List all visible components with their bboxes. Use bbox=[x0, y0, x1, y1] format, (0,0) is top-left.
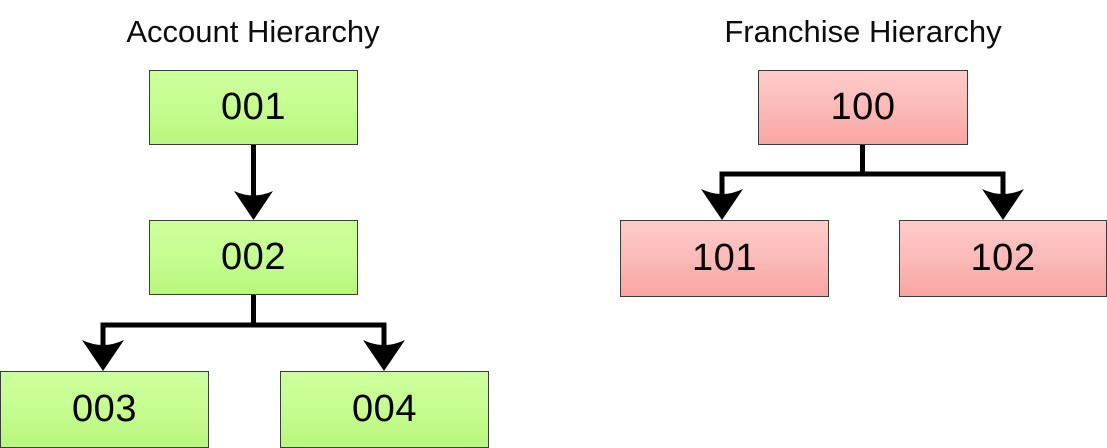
node-002[interactable]: 002 bbox=[149, 220, 358, 295]
node-100[interactable]: 100 bbox=[758, 70, 968, 145]
node-004-label: 004 bbox=[352, 387, 417, 430]
node-101-label: 101 bbox=[692, 236, 757, 279]
edge-001-to-002 bbox=[234, 145, 273, 220]
edge-002-to-004 bbox=[251, 295, 405, 371]
node-100-label: 100 bbox=[830, 85, 896, 128]
edge-100-to-102 bbox=[860, 145, 1024, 220]
node-102-label: 102 bbox=[970, 236, 1036, 279]
node-002-label: 002 bbox=[221, 235, 286, 278]
edge-002-to-003 bbox=[82, 295, 256, 371]
node-101[interactable]: 101 bbox=[620, 220, 829, 297]
node-004[interactable]: 004 bbox=[280, 371, 489, 448]
node-003[interactable]: 003 bbox=[0, 371, 209, 448]
node-102[interactable]: 102 bbox=[899, 220, 1107, 297]
node-001[interactable]: 001 bbox=[149, 70, 358, 145]
node-003-label: 003 bbox=[72, 387, 137, 430]
node-001-label: 001 bbox=[221, 85, 286, 128]
franchise-hierarchy-title: Franchise Hierarchy bbox=[724, 14, 1002, 49]
edge-100-to-101 bbox=[701, 145, 865, 220]
account-hierarchy-title: Account Hierarchy bbox=[126, 14, 380, 49]
